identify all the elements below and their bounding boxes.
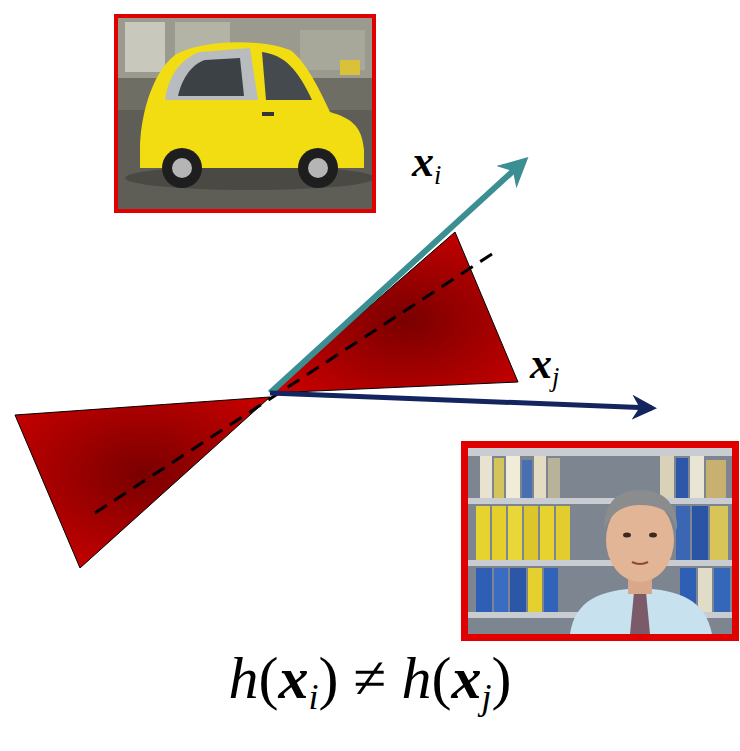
math-symbol: ( — [431, 645, 451, 711]
math-symbol: ( — [259, 645, 279, 711]
half-space-wedge — [270, 232, 518, 393]
vector-arrow — [270, 393, 652, 408]
vector-label: xi — [412, 140, 441, 184]
subscript: j — [481, 677, 491, 717]
person-photo — [461, 441, 739, 641]
vector-symbol: x — [412, 137, 434, 186]
vector-symbol: x — [530, 339, 552, 388]
subscript: i — [309, 677, 319, 717]
car-photo — [114, 14, 376, 213]
math-symbol: ) — [491, 645, 511, 711]
math-symbol: ) — [319, 645, 339, 711]
subscript: i — [434, 160, 441, 190]
function-symbol: h — [401, 645, 431, 711]
math-symbol — [339, 645, 354, 711]
hyperplane-line — [95, 252, 495, 513]
subscript: j — [552, 362, 559, 392]
vector-arrow — [270, 161, 524, 393]
vector-label: xj — [530, 342, 559, 386]
function-symbol: h — [229, 645, 259, 711]
vector-symbol: x — [279, 645, 309, 711]
math-symbol: ≠ — [354, 645, 387, 711]
math-symbol — [386, 645, 401, 711]
vector-symbol: x — [451, 645, 481, 711]
hash-formula: h(xi) ≠ h(xj) — [229, 648, 512, 708]
